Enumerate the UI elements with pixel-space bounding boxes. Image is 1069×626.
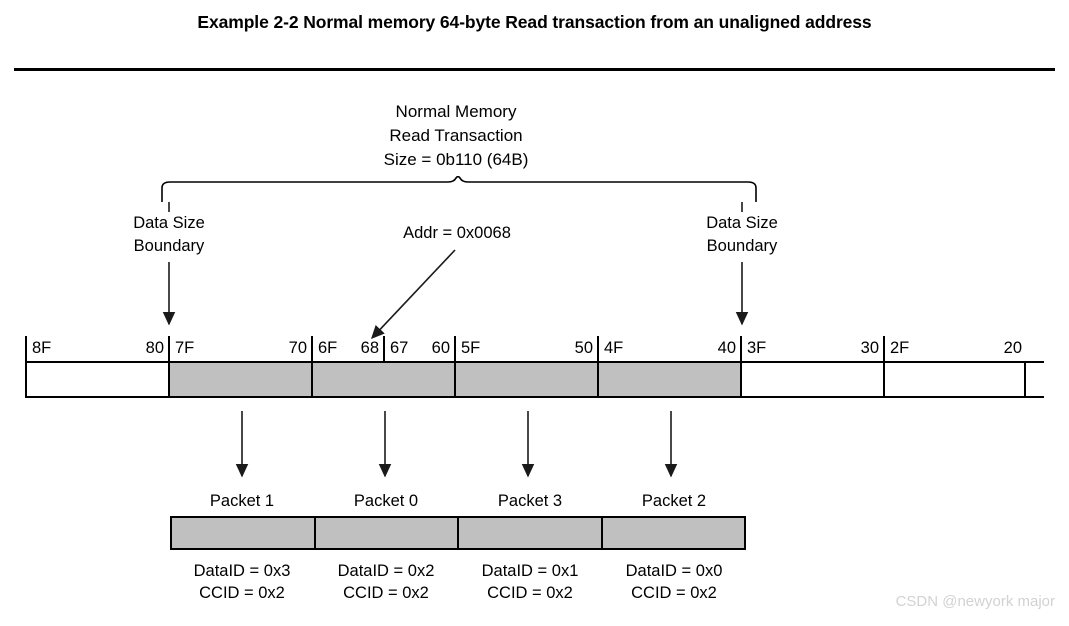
packet-data-id: DataID = 0x0 [625, 562, 723, 580]
memory-address-label-row: 8F 80 7F 70 6F 68 67 60 5F 50 4F 40 3F 30 2F 20 [25, 336, 1044, 361]
data-size-boundary-left-label: Data Size Boundary [84, 212, 254, 258]
boundary-left-line-2: Boundary [133, 237, 205, 255]
memory-address-low: 60 [431, 339, 450, 357]
memory-block-unselected [740, 363, 883, 396]
data-size-boundary-right-label: Data Size Boundary [657, 212, 827, 258]
memory-block-selected [454, 363, 597, 396]
memory-address-low: 20 [1003, 339, 1022, 357]
memory-address-low: 40 [717, 339, 736, 357]
memory-block-selected [311, 363, 454, 396]
memory-address-high: 4F [604, 339, 624, 357]
packet-segment [172, 518, 314, 548]
packet-data-id: DataID = 0x2 [337, 562, 435, 580]
packet-name-label: Packet 2 [641, 492, 707, 510]
brace-icon [161, 175, 757, 202]
address-annotation-label: Addr = 0x0068 [403, 224, 511, 242]
packet-name-label: Packet 0 [353, 492, 419, 510]
memory-address-label-cell: 8F 80 [25, 336, 168, 361]
memory-block-selected [597, 363, 740, 396]
watermark: CSDN @newyork major [895, 593, 1055, 610]
packet-ccid: CCID = 0x2 [631, 584, 717, 602]
packet-bar [170, 516, 746, 550]
memory-address-label-cell: 3F 30 [740, 336, 883, 361]
packet-data-id: DataID = 0x3 [193, 562, 291, 580]
packet-label-row: Packet 1 Packet 0 Packet 3 Packet 2 [170, 492, 746, 511]
memory-address-low: 50 [574, 339, 593, 357]
transaction-size-label: Size = 0b110 (64B) [383, 150, 529, 169]
memory-address-high: 5F [461, 339, 481, 357]
boundary-left-line-1: Data Size [133, 214, 205, 232]
packet-data-id: DataID = 0x1 [481, 562, 579, 580]
memory-address-high: 6F [318, 339, 338, 357]
packet-segment [457, 518, 601, 548]
boundary-right-line-2: Boundary [706, 237, 778, 255]
packet-segment [313, 518, 457, 548]
memory-block-row [25, 361, 1044, 398]
memory-address-high: 8F [32, 339, 52, 357]
memory-address-high: 67 [390, 339, 409, 357]
memory-address-label-cell: 2F 20 [883, 336, 1026, 361]
memory-block-unselected [25, 363, 168, 396]
memory-address-label-cell: 7F 70 [168, 336, 311, 361]
memory-address-low: 70 [288, 339, 307, 357]
memory-address-label-cell: 4F 40 [597, 336, 740, 361]
transaction-span-brace [160, 175, 760, 202]
memory-address-low: 68 [360, 339, 379, 357]
memory-address-low: 30 [860, 339, 879, 357]
transaction-caption: Normal Memory Read Transaction Size = 0b… [286, 100, 626, 172]
address-pointer-arrow [371, 249, 456, 340]
page-title: Example 2-2 Normal memory 64-byte Read t… [197, 12, 872, 32]
packet-ccid: CCID = 0x2 [487, 584, 573, 602]
boundary-right-line-1: Data Size [706, 214, 778, 232]
packet-ccid: CCID = 0x2 [343, 584, 429, 602]
memory-address-low: 80 [145, 339, 164, 357]
memory-map: 8F 80 7F 70 6F 68 67 60 5F 50 4F 40 3F 30 2F 20 [25, 336, 1044, 398]
memory-address-label-cell: 6F 68 [311, 336, 383, 361]
memory-address-high: 3F [747, 339, 767, 357]
packet-name-label: Packet 1 [209, 492, 275, 510]
header-divider [14, 68, 1055, 71]
transaction-caption-line-1: Normal Memory [395, 102, 517, 121]
memory-address-high: 2F [890, 339, 910, 357]
packet-segment [600, 518, 744, 548]
memory-address-label-cell: 5F 50 [454, 336, 597, 361]
packet-name-label: Packet 3 [497, 492, 563, 510]
transaction-caption-line-2: Read Transaction [389, 126, 523, 145]
memory-address-high: 7F [175, 339, 195, 357]
memory-address-label-cell: 67 60 [383, 336, 454, 361]
packet-ccid: CCID = 0x2 [199, 584, 285, 602]
memory-block-selected [168, 363, 311, 396]
memory-block-unselected [883, 363, 1026, 396]
